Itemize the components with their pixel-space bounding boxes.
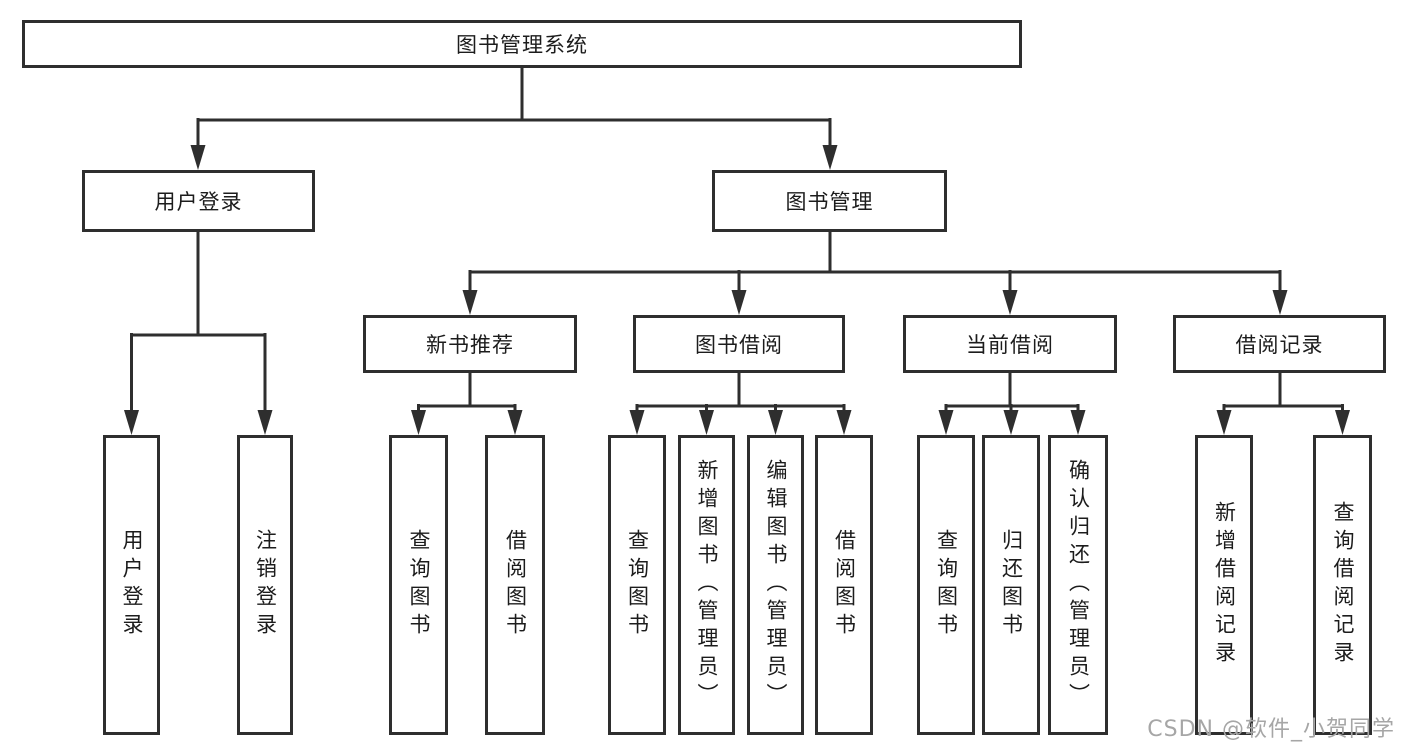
- connector-currentborrow-to-leaves: [938, 373, 1086, 435]
- leaf-user-login: 用户登录: [103, 435, 160, 735]
- leaf-query-books-borrow: 查询图书: [608, 435, 666, 735]
- arrowhead: [1070, 410, 1086, 435]
- arrowhead: [1272, 290, 1288, 315]
- node-label: 查询图书: [934, 529, 959, 641]
- node-label: 用户登录: [120, 529, 144, 641]
- node-label: 图书管理: [785, 190, 874, 214]
- leaf-add-borrow-record: 新增借阅记录: [1195, 435, 1253, 735]
- leaf-add-book-admin: 新增图书（管理员）: [678, 435, 735, 735]
- node-user-login-branch: 用户登录: [82, 170, 315, 232]
- arrowhead: [938, 410, 954, 435]
- leaf-edit-book-admin: 编辑图书（管理员）: [747, 435, 804, 735]
- arrowhead: [411, 410, 426, 435]
- arrowhead: [1335, 410, 1350, 435]
- node-label: 图书借阅: [695, 333, 783, 357]
- connector-userlogin-to-leaves: [124, 232, 273, 435]
- node-label: 查询借阅记录: [1331, 501, 1355, 669]
- arrowhead: [462, 290, 478, 315]
- node-label: 查询图书: [625, 529, 650, 641]
- arrowhead: [699, 410, 714, 435]
- connector-newbook-to-leaves: [411, 373, 523, 435]
- node-label: 注销登录: [253, 529, 278, 641]
- node-book-borrow: 图书借阅: [633, 315, 845, 373]
- leaf-confirm-return-admin: 确认归还（管理员）: [1048, 435, 1108, 735]
- arrowhead: [731, 290, 747, 315]
- node-label: 新书推荐: [426, 333, 514, 357]
- arrowhead: [257, 410, 273, 435]
- node-label: 编辑图书（管理员）: [764, 459, 788, 711]
- node-label: 借阅图书: [503, 529, 528, 641]
- node-current-borrow: 当前借阅: [903, 315, 1117, 373]
- node-label: 借阅图书: [832, 529, 857, 641]
- leaf-logout: 注销登录: [237, 435, 293, 735]
- connector-borrowrecords-to-leaves: [1216, 373, 1350, 435]
- leaf-borrow-books-recommend: 借阅图书: [485, 435, 545, 735]
- leaf-return-books: 归还图书: [982, 435, 1040, 735]
- leaf-query-books-recommend: 查询图书: [389, 435, 448, 735]
- arrowhead: [1002, 290, 1018, 315]
- node-label: 图书管理系统: [456, 33, 588, 57]
- arrowhead: [768, 410, 783, 435]
- arrowhead: [190, 145, 206, 170]
- node-borrow-records: 借阅记录: [1173, 315, 1386, 373]
- arrowhead: [1003, 410, 1019, 435]
- arrowhead: [822, 145, 838, 170]
- node-label: 归还图书: [999, 529, 1024, 641]
- leaf-borrow-books: 借阅图书: [815, 435, 873, 735]
- node-label: 确认归还（管理员）: [1066, 459, 1091, 711]
- node-label: 当前借阅: [966, 333, 1054, 357]
- node-label: 查询图书: [407, 529, 431, 641]
- watermark: CSDN @软件_小贺同学: [1147, 717, 1395, 742]
- arrowhead: [124, 410, 139, 435]
- node-label: 借阅记录: [1235, 333, 1324, 357]
- leaf-query-books-current: 查询图书: [917, 435, 975, 735]
- node-label: 新增借阅记录: [1212, 501, 1237, 669]
- node-label: 新增图书（管理员）: [695, 459, 719, 711]
- node-root: 图书管理系统: [22, 20, 1022, 68]
- node-label: 用户登录: [154, 190, 243, 214]
- node-book-management: 图书管理: [712, 170, 947, 232]
- arrowhead: [836, 410, 852, 435]
- arrowhead: [629, 410, 645, 435]
- connector-bookmgmt-to-level2: [462, 232, 1288, 315]
- connector-bookborrow-to-leaves: [629, 373, 852, 435]
- arrowhead: [507, 410, 523, 435]
- leaf-query-borrow-record: 查询借阅记录: [1313, 435, 1372, 735]
- connector-root-to-level1: [190, 68, 838, 170]
- arrowhead: [1216, 410, 1232, 435]
- node-new-book-recommend: 新书推荐: [363, 315, 577, 373]
